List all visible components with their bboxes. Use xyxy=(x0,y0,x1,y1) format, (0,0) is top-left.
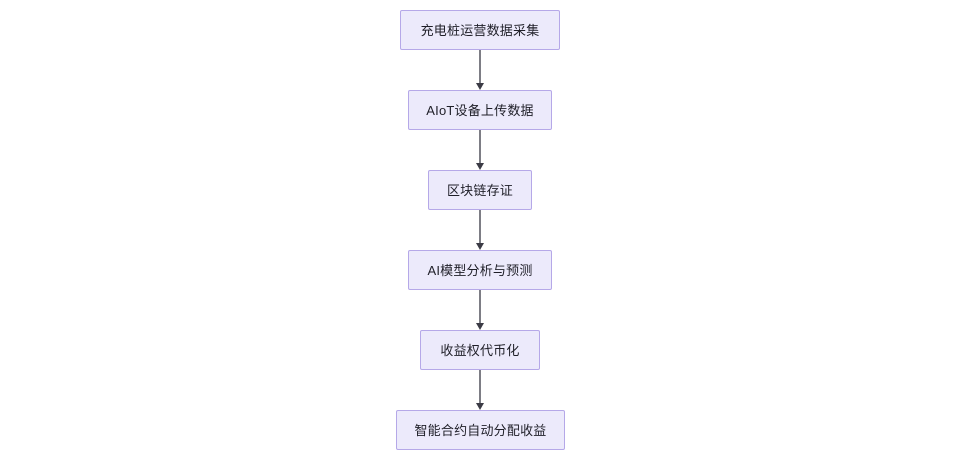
flow-arrowhead-4 xyxy=(476,323,484,330)
flow-node-smart-contract-distribution[interactable]: 智能合约自动分配收益 xyxy=(396,410,565,450)
flow-edge-3 xyxy=(479,210,481,243)
flow-node-blockchain-proof[interactable]: 区块链存证 xyxy=(428,170,532,210)
flow-node-ai-analysis[interactable]: AI模型分析与预测 xyxy=(408,250,552,290)
flow-node-label: AI模型分析与预测 xyxy=(427,262,533,278)
flow-node-label: 充电桩运营数据采集 xyxy=(420,22,540,38)
flow-edge-2 xyxy=(479,130,481,163)
flow-node-revenue-tokenization[interactable]: 收益权代币化 xyxy=(420,330,540,370)
flow-arrowhead-2 xyxy=(476,163,484,170)
flow-node-label: AIoT设备上传数据 xyxy=(426,102,534,118)
flow-edge-1 xyxy=(479,50,481,83)
flow-arrowhead-3 xyxy=(476,243,484,250)
flow-node-label: 收益权代币化 xyxy=(440,342,520,358)
flow-edge-4 xyxy=(479,290,481,323)
flow-arrowhead-1 xyxy=(476,83,484,90)
flow-node-label: 智能合约自动分配收益 xyxy=(414,422,547,438)
flow-arrowhead-5 xyxy=(476,403,484,410)
flow-edge-5 xyxy=(479,370,481,403)
flow-node-data-collection[interactable]: 充电桩运营数据采集 xyxy=(400,10,560,50)
flow-node-label: 区块链存证 xyxy=(446,182,513,198)
flow-node-aiot-upload[interactable]: AIoT设备上传数据 xyxy=(408,90,552,130)
